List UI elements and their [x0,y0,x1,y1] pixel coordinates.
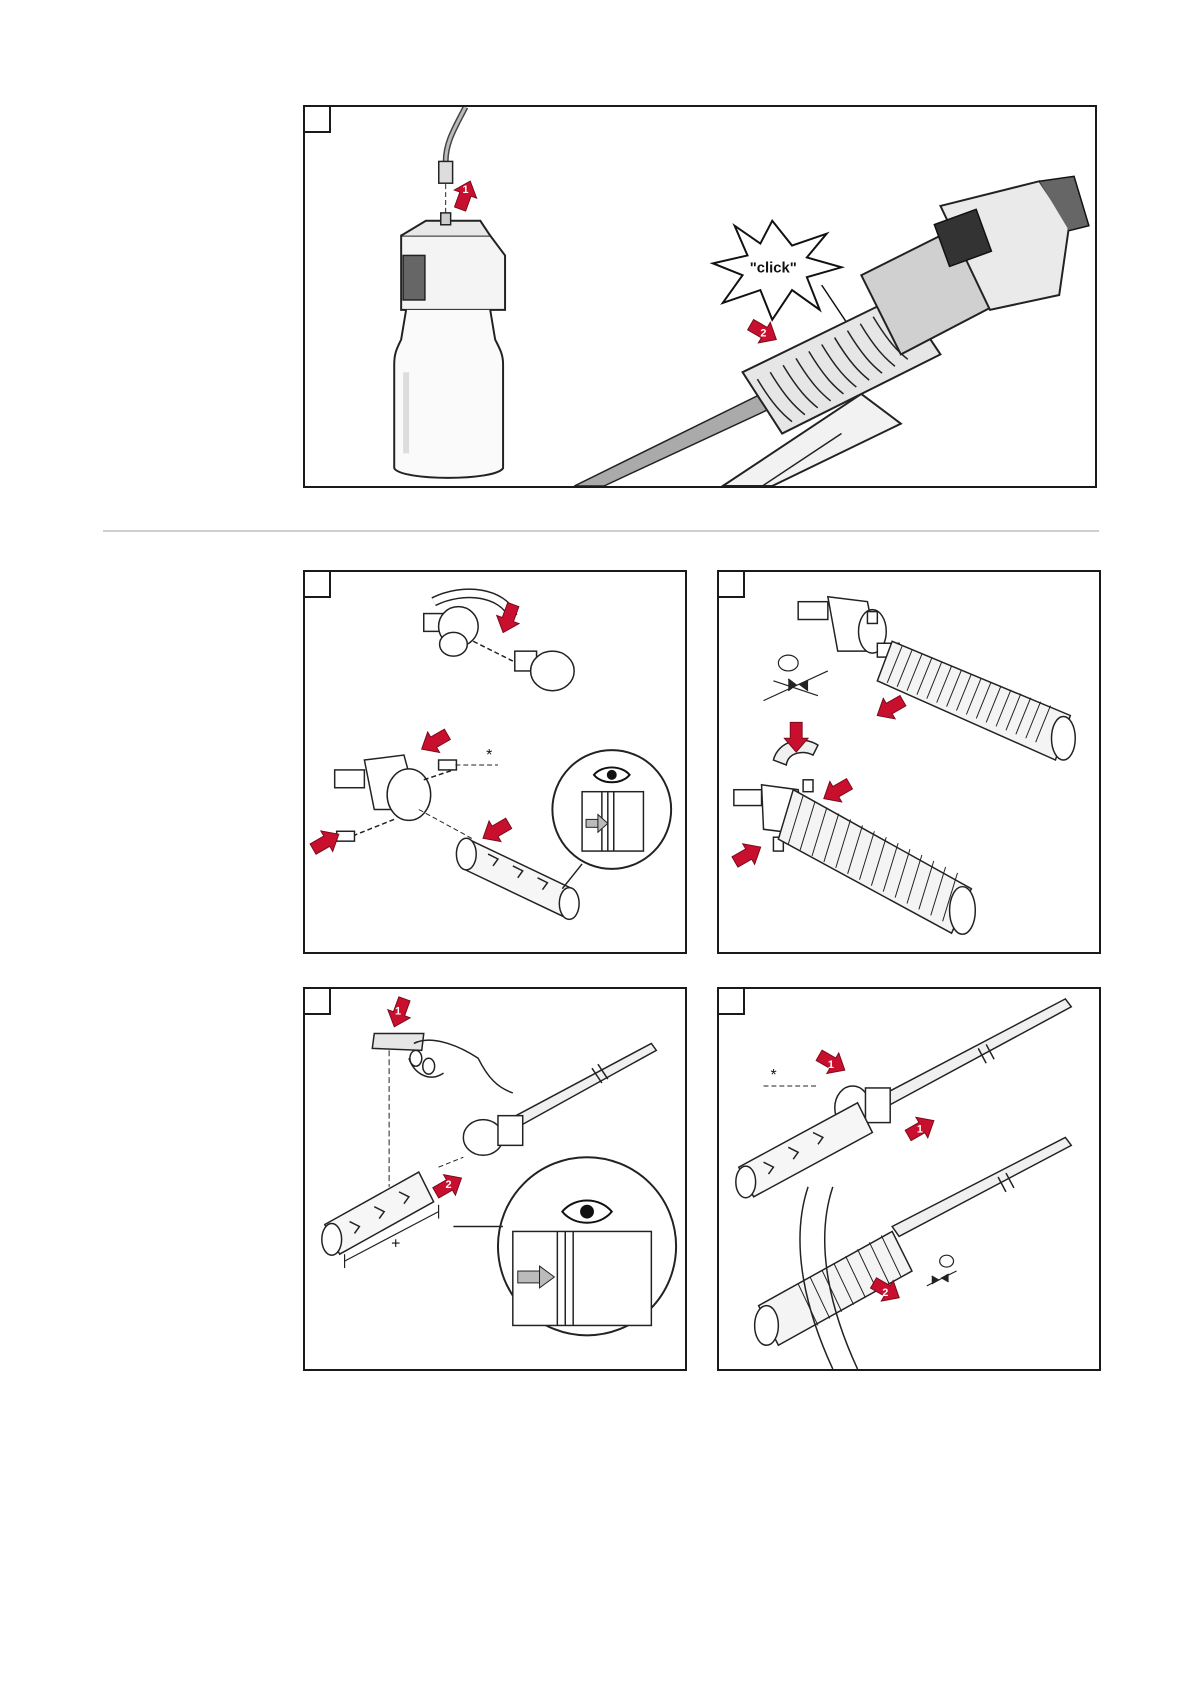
red-arrow-icon [477,813,515,848]
arrow-number: 1 [463,184,469,196]
bottle [394,213,505,478]
figure-1-illustration: 1 "click" [305,107,1095,486]
arrow-number: 1 [917,1123,923,1135]
red-arrow-icon [416,724,454,759]
gap-measurement [764,655,828,701]
liner-tube [736,1103,873,1198]
liner-tube [456,838,579,919]
connector-body [335,755,457,841]
figure-3-panel [717,570,1101,954]
spiral-liner-bottom [778,790,975,934]
arrow-number: 2 [882,1287,888,1299]
red-arrow-icon [871,690,909,725]
arrow-number: 2 [446,1179,452,1191]
marker-asterisk: * [770,1067,776,1084]
torch-neck-bottom [892,1137,1071,1236]
torch-neck [463,1043,656,1155]
gauge-and-hand [372,1034,513,1093]
marker-asterisk: * [486,747,492,764]
figure-1-panel: 1 "click" [303,105,1097,488]
torch-neck-top [835,999,1072,1130]
gap-measurement [927,1255,957,1286]
nozzle-top [424,593,574,690]
detail-magnifier [552,750,671,889]
arrow-number: 1 [395,1006,401,1018]
figure-4-illustration: 1 2 [305,989,685,1369]
figure-3-illustration [719,572,1099,952]
section-divider [103,530,1099,532]
liner-tube [322,1172,434,1255]
torch-handle [574,176,1089,486]
eye-icon [562,1201,611,1223]
click-callout: "click" [750,260,797,276]
rotate-arrow-icon [492,601,524,637]
hose-connector [439,161,453,183]
red-arrow-icon [729,837,767,872]
figure-2-panel: * [303,570,687,954]
arrow-number: 2 [760,328,766,340]
eye-icon [594,767,630,782]
detail-magnifier [453,1157,676,1335]
figure-5-illustration: * 1 1 [719,989,1099,1369]
figure-2-illustration: * [305,572,685,952]
figure-4-panel: 1 2 [303,987,687,1371]
red-arrow-icon [818,773,856,808]
spiral-liner-top [877,641,1075,760]
arrow-number: 1 [828,1059,834,1071]
marker-plus: + [391,1235,400,1252]
connector-top [798,597,899,657]
figure-5-panel: * 1 1 [717,987,1101,1371]
